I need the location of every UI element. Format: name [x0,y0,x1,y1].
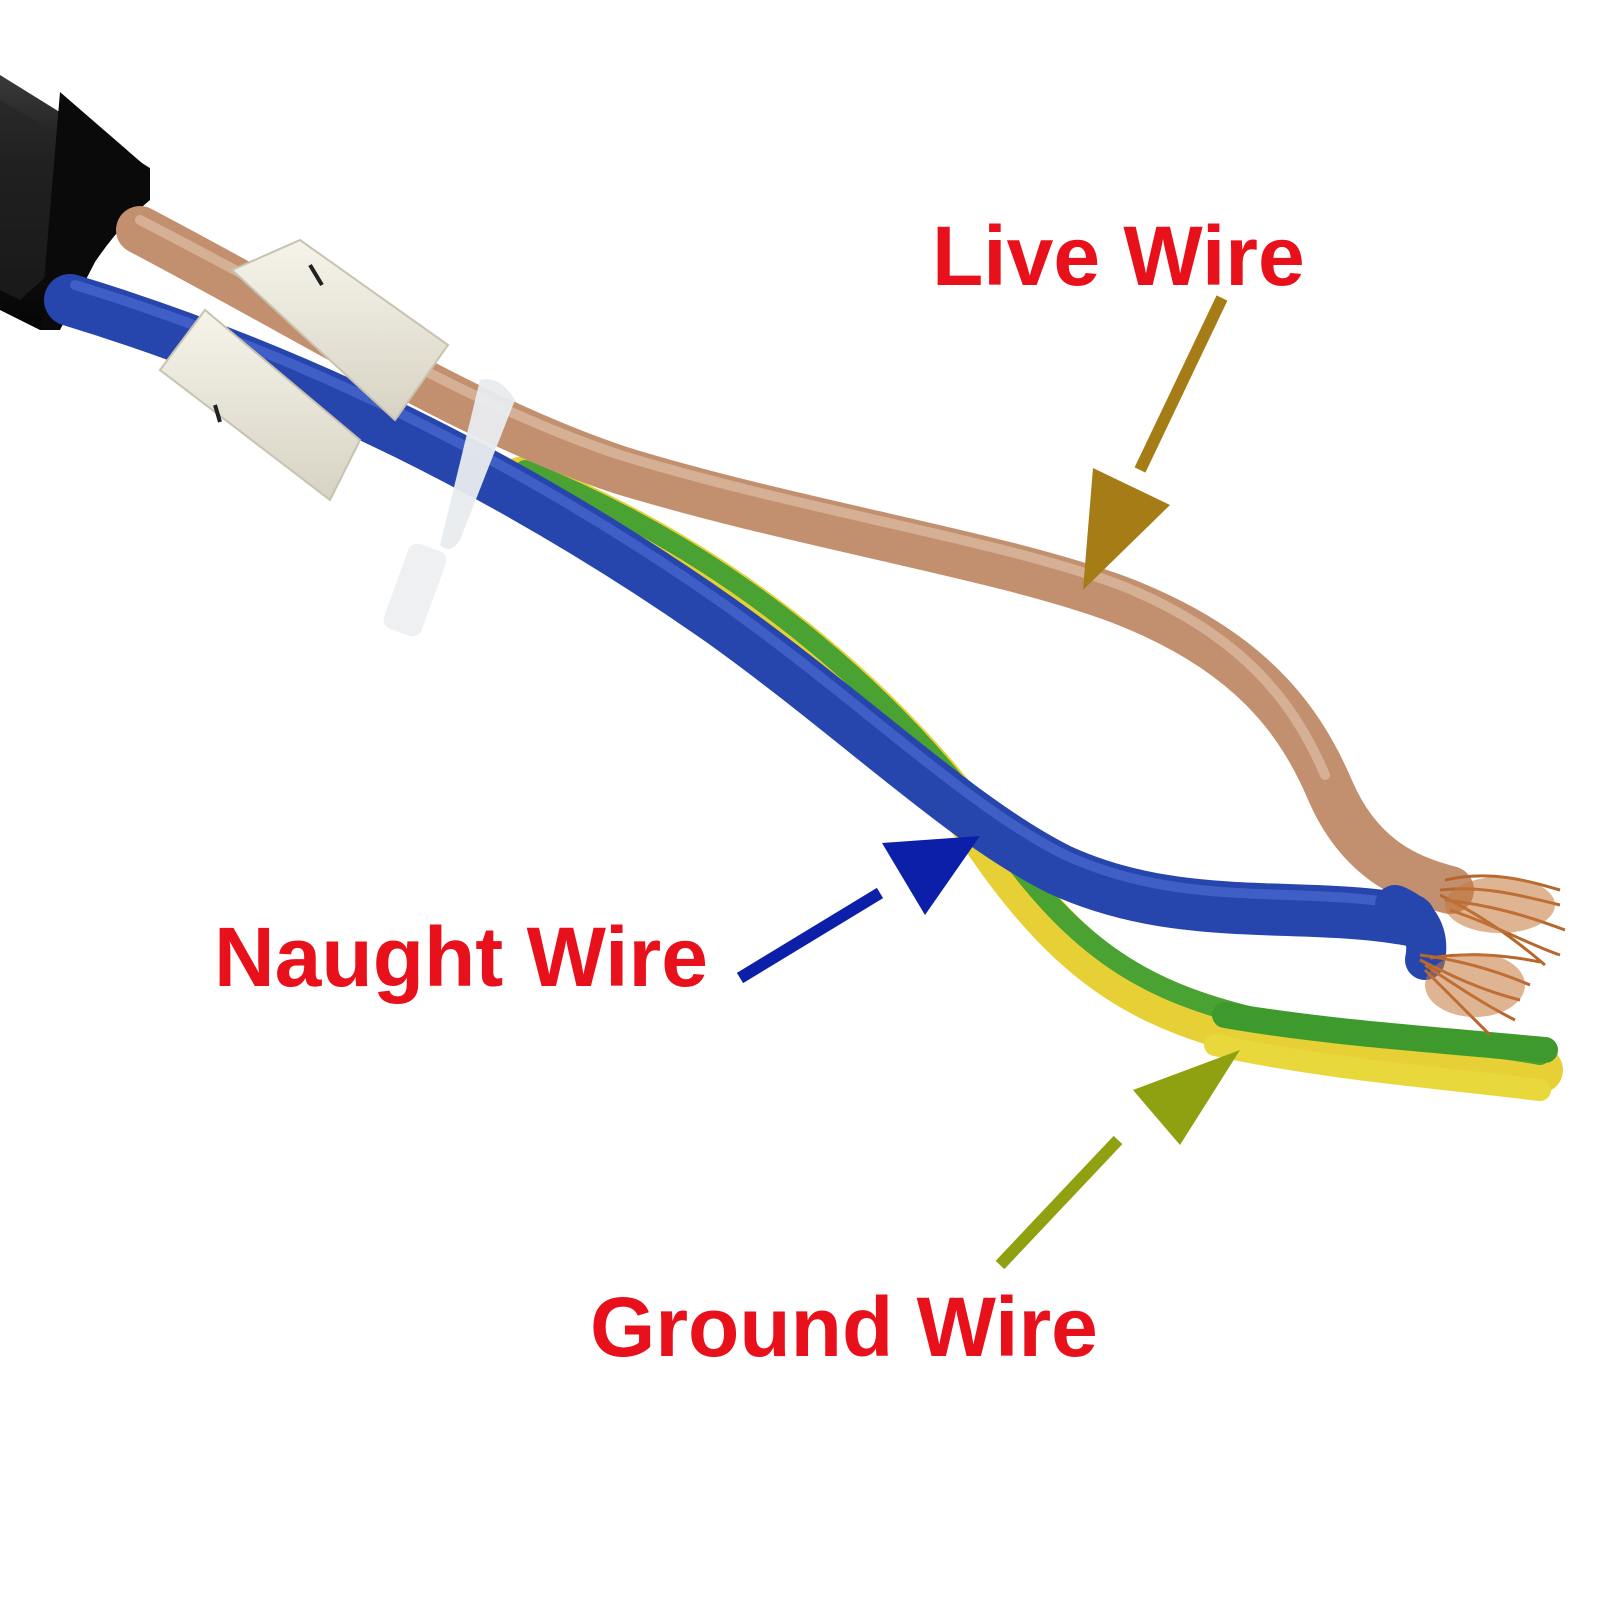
copper-tuft-neutral [1425,953,1525,1017]
neutral-arrow-icon [736,836,980,984]
neutral-wire [44,274,1447,980]
cable-jacket [0,75,150,330]
neutral-wire-label: Naught Wire [214,910,708,1004]
ground-wire [497,457,1563,1101]
ground-arrow-icon [995,1050,1240,1270]
live-arrow-icon [1083,295,1228,590]
marker-sleeves [158,238,450,502]
live-wire-label: Live Wire [932,209,1305,303]
ground-wire-label: Ground Wire [590,1280,1098,1374]
copper-tuft-live [1445,877,1555,933]
cable-tie [383,379,515,637]
